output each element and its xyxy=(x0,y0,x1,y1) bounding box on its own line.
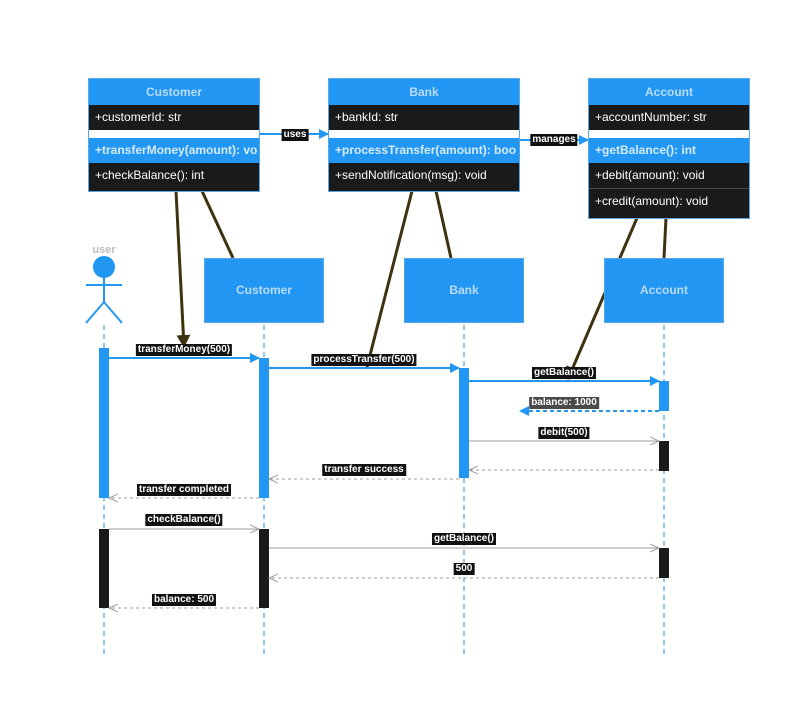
class-customer-attribute: +customerId: str xyxy=(95,110,182,124)
class-account-method: +credit(amount): void xyxy=(589,188,749,214)
actor-user-figure xyxy=(85,256,123,324)
class-bank[interactable]: Bank +bankId: str +processTransfer(amoun… xyxy=(328,78,520,192)
msg-transfer-completed-label: transfer completed xyxy=(136,484,232,496)
class-account[interactable]: Account +accountNumber: str +getBalance(… xyxy=(588,78,750,219)
activation-bank-1 xyxy=(459,368,469,478)
class-account-name: Account xyxy=(589,79,749,105)
actor-user-label: user xyxy=(92,244,116,256)
class-bank-method: +processTransfer(amount): boo xyxy=(329,138,519,163)
activation-user-2 xyxy=(99,529,109,608)
msg-get-balance-label: getBalance() xyxy=(531,367,597,379)
link-account-message xyxy=(566,217,639,380)
relation-uses-label: uses xyxy=(281,129,309,141)
msg-transfer-success-label: transfer success xyxy=(322,464,406,476)
activation-account-3 xyxy=(659,548,669,578)
activation-account-2 xyxy=(659,441,669,471)
msg-transfer-money-label: transferMoney(500) xyxy=(135,344,233,356)
class-customer-divider xyxy=(89,130,259,138)
class-customer-name: Customer xyxy=(89,79,259,105)
link-bank-head xyxy=(434,190,453,259)
msg-500-label: 500 xyxy=(453,563,475,575)
lifeline-head-account[interactable]: Account xyxy=(604,258,724,323)
activation-customer-2 xyxy=(259,529,269,608)
msg-debit-label: debit(500) xyxy=(538,427,590,439)
class-customer[interactable]: Customer +customerId: str +transferMoney… xyxy=(88,78,260,192)
class-bank-attribute: +bankId: str xyxy=(335,110,399,124)
msg-balance-1000-label: balance: 1000 xyxy=(529,397,599,409)
link-account-head xyxy=(662,217,668,259)
msg-check-balance-label: checkBalance() xyxy=(145,514,223,526)
msg-get-balance-2-label: getBalance() xyxy=(431,533,497,545)
class-bank-name: Bank xyxy=(329,79,519,105)
class-customer-method: +transferMoney(amount): vo xyxy=(89,138,259,163)
activation-user-1 xyxy=(99,348,109,498)
link-customer-head xyxy=(200,190,235,259)
relation-manages-label: manages xyxy=(530,134,578,146)
class-bank-method: +sendNotification(msg): void xyxy=(335,168,487,182)
class-account-method: +debit(amount): void xyxy=(595,168,705,182)
msg-process-transfer-label: processTransfer(500) xyxy=(311,354,417,366)
class-customer-method: +checkBalance(): int xyxy=(95,168,205,182)
class-account-method: +getBalance(): int xyxy=(589,138,749,163)
link-customer-message xyxy=(174,190,191,348)
class-account-divider xyxy=(589,130,749,138)
lifeline-head-customer[interactable]: Customer xyxy=(204,258,324,323)
activation-account-1 xyxy=(659,381,669,411)
msg-balance-500-label: balance: 500 xyxy=(151,594,217,606)
class-account-attribute: +accountNumber: str xyxy=(595,110,707,124)
activation-customer-1 xyxy=(259,358,269,498)
class-bank-divider xyxy=(329,130,519,138)
lifeline-head-bank[interactable]: Bank xyxy=(404,258,524,323)
link-bank-message xyxy=(363,190,414,368)
